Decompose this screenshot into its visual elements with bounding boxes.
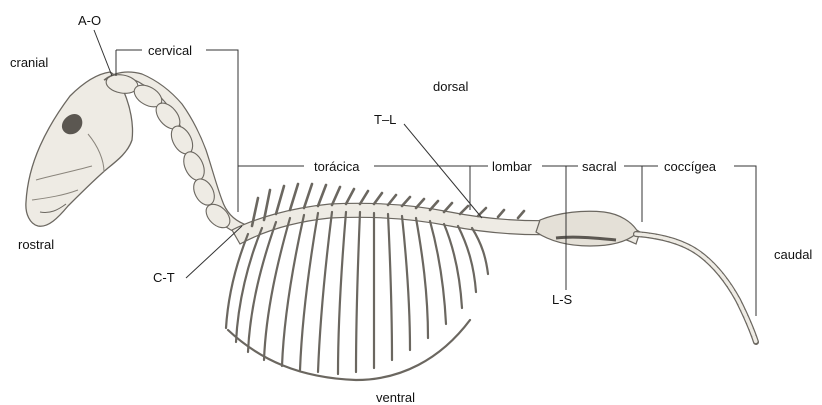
label-cervical: cervical <box>146 43 194 58</box>
label-tl: T–L <box>374 112 396 127</box>
label-ct: C-T <box>153 270 175 285</box>
label-ls: L-S <box>552 292 572 307</box>
label-toracica: torácica <box>312 159 362 174</box>
label-caudal: caudal <box>774 247 812 262</box>
label-rostral: rostral <box>18 237 54 252</box>
rib-cage <box>226 212 488 380</box>
label-coccigea: coccígea <box>662 159 718 174</box>
label-ao: A-O <box>78 13 101 28</box>
label-cranial: cranial <box>10 55 48 70</box>
label-ventral: ventral <box>376 390 415 405</box>
vertebral-column <box>232 184 640 246</box>
skull <box>26 72 133 226</box>
tail-vertebrae <box>636 234 756 342</box>
label-dorsal: dorsal <box>433 79 468 94</box>
label-lombar: lombar <box>490 159 534 174</box>
label-sacral: sacral <box>580 159 619 174</box>
